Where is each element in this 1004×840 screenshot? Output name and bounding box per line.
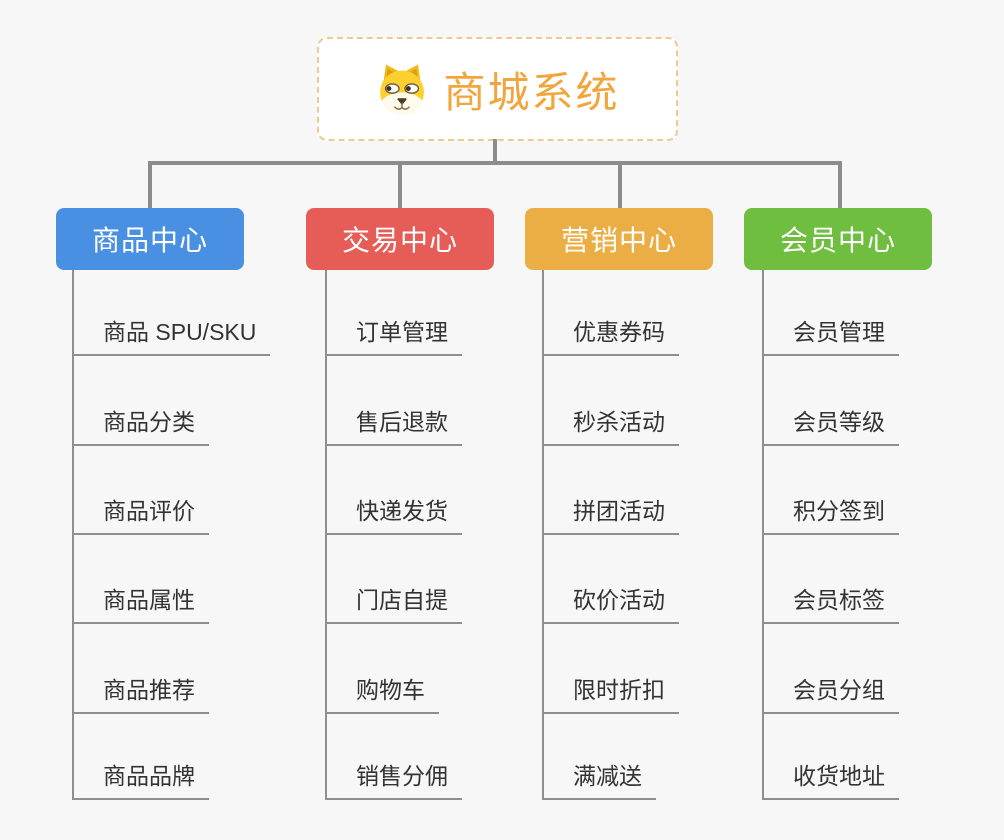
leaf-node-product-attribute[interactable]: 商品属性 — [72, 582, 209, 624]
root-node-mall-system[interactable]: 商城系统 — [317, 37, 678, 141]
connector-drop-marketing — [618, 161, 622, 209]
spine-product-center — [72, 270, 74, 800]
branch-node-product-center[interactable]: 商品中心 — [56, 208, 244, 270]
leaf-node-store-pickup[interactable]: 门店自提 — [325, 582, 462, 624]
leaf-node-flash-sale[interactable]: 秒杀活动 — [542, 404, 679, 446]
leaf-node-shopping-cart[interactable]: 购物车 — [325, 672, 439, 714]
spine-trade-center — [325, 270, 327, 800]
leaf-node-member-management[interactable]: 会员管理 — [762, 314, 899, 356]
root-title: 商城系统 — [443, 68, 620, 116]
leaf-node-points-checkin[interactable]: 积分签到 — [762, 493, 899, 535]
leaf-node-limited-time-discount[interactable]: 限时折扣 — [542, 672, 679, 714]
connector-drop-product — [148, 161, 152, 209]
spine-marketing-center — [542, 270, 544, 800]
spine-member-center — [762, 270, 764, 800]
leaf-node-member-tag[interactable]: 会员标签 — [762, 582, 899, 624]
leaf-node-express-shipping[interactable]: 快递发货 — [325, 493, 462, 535]
connector-drop-member — [838, 161, 842, 209]
leaf-node-aftersale-refund[interactable]: 售后退款 — [325, 404, 462, 446]
branch-node-member-center[interactable]: 会员中心 — [744, 208, 932, 270]
leaf-node-member-group[interactable]: 会员分组 — [762, 672, 899, 714]
leaf-node-shipping-address[interactable]: 收货地址 — [762, 758, 899, 800]
leaf-node-product-brand[interactable]: 商品品牌 — [72, 758, 209, 800]
leaf-node-product-spu-sku[interactable]: 商品 SPU/SKU — [72, 314, 271, 356]
leaf-node-product-recommend[interactable]: 商品推荐 — [72, 672, 209, 714]
leaf-node-product-category[interactable]: 商品分类 — [72, 404, 209, 446]
leaf-node-order-management[interactable]: 订单管理 — [325, 314, 462, 356]
connector-drop-trade — [398, 161, 402, 209]
branch-node-trade-center[interactable]: 交易中心 — [306, 208, 494, 270]
leaf-node-full-reduction[interactable]: 满减送 — [542, 758, 656, 800]
leaf-node-coupon-code[interactable]: 优惠券码 — [542, 314, 679, 356]
leaf-node-sales-commission[interactable]: 销售分佣 — [325, 758, 462, 800]
connector-root-stem — [493, 139, 497, 163]
dog-face-icon — [380, 64, 425, 115]
connector-trunk — [148, 161, 842, 165]
leaf-node-product-review[interactable]: 商品评价 — [72, 493, 209, 535]
leaf-node-group-buy[interactable]: 拼团活动 — [542, 493, 679, 535]
branch-node-marketing-center[interactable]: 营销中心 — [525, 208, 713, 270]
leaf-node-bargain-activity[interactable]: 砍价活动 — [542, 582, 679, 624]
leaf-node-member-level[interactable]: 会员等级 — [762, 404, 899, 446]
